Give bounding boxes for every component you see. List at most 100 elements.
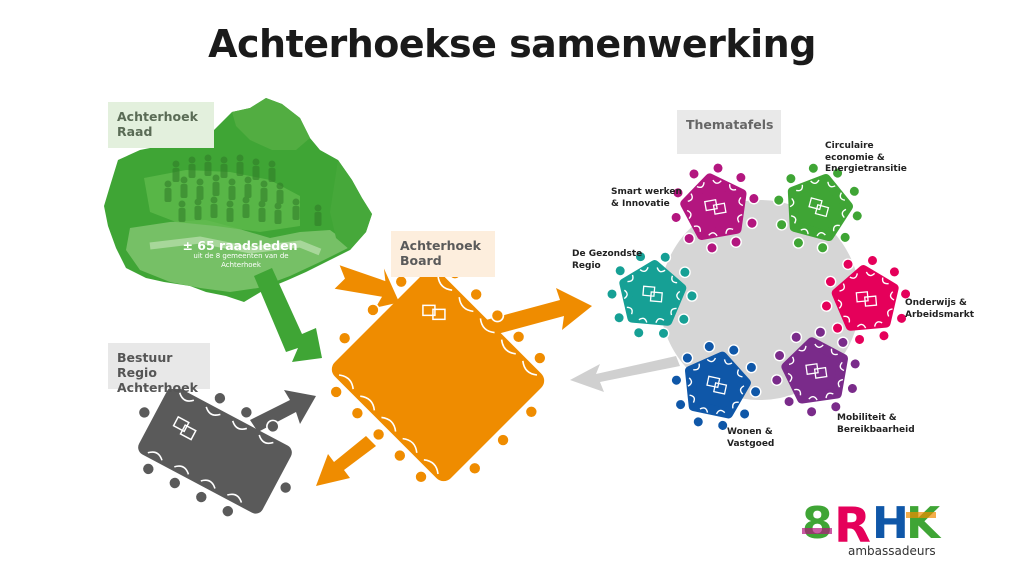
achterhoek-raad-label: Achterhoek Raad <box>108 102 214 148</box>
chair-icon <box>895 312 908 325</box>
seat-arc <box>737 213 743 223</box>
chair-icon <box>848 185 861 198</box>
seat-arc <box>814 343 824 349</box>
table-mobiliteit <box>770 326 862 418</box>
table-label-onderwijs: Onderwijs & Arbeidsmarkt <box>905 298 975 320</box>
chair-icon <box>851 209 864 222</box>
bestuur-table <box>137 377 293 518</box>
chair-icon <box>783 395 795 408</box>
seat-arc <box>816 231 826 237</box>
seat-arc <box>839 361 845 372</box>
seat-arc <box>832 224 840 232</box>
chair-icon <box>659 251 672 264</box>
chair-icon <box>899 288 912 300</box>
seat-arc <box>687 377 693 387</box>
chair-icon <box>606 288 618 300</box>
board-label-text: Achterhoek Board <box>400 238 481 268</box>
chair-icon <box>634 250 647 263</box>
seat-arc <box>736 369 743 378</box>
seat-arc <box>729 184 737 191</box>
seat-arc <box>696 182 705 189</box>
seat-arc <box>788 356 795 366</box>
chair-icon <box>770 374 783 386</box>
seat-arc <box>830 348 838 356</box>
document-icon <box>813 366 828 379</box>
chair-icon <box>814 326 827 339</box>
document-icon <box>814 204 830 218</box>
seat-arc <box>841 208 847 219</box>
seat-arc <box>856 323 867 329</box>
seat-arc <box>712 179 722 184</box>
chair-icon <box>688 168 700 180</box>
seat-arc <box>837 378 844 388</box>
document-icon <box>864 295 878 307</box>
chair-icon <box>730 236 742 248</box>
seat-arc <box>843 315 851 323</box>
seat-arc <box>827 181 836 188</box>
bestuur-label-text: Bestuur Regio Achterhoek <box>117 350 198 395</box>
seat-arc <box>708 232 718 237</box>
bestuur-regio-label: Bestuur Regio Achterhoek <box>108 343 210 395</box>
seat-arc <box>676 290 681 301</box>
table-label-smart-werken: Smart werken & Innovatie <box>611 187 682 209</box>
seat-arc <box>689 394 696 403</box>
arrow-bestuur-to-board <box>250 390 316 432</box>
chair-icon <box>807 162 820 175</box>
chair-icon <box>712 162 724 175</box>
table-circulaire-economie <box>772 162 864 254</box>
table-label-circulaire-economie: Circulaire economie & Energietransitie <box>825 141 907 174</box>
chair-icon <box>842 258 854 271</box>
chair-icon <box>613 311 626 324</box>
seat-arc <box>881 277 889 285</box>
seat-arc <box>798 345 807 352</box>
chair-icon <box>790 331 803 344</box>
arrow-raad-to-board <box>254 268 322 362</box>
8rhk-logo: 8 R H K <box>802 498 942 554</box>
seat-arc <box>732 401 739 409</box>
table-label-wonen: Wonen & Vastgoed <box>727 427 775 449</box>
arrow-thematafels-to-board <box>570 356 680 392</box>
document-icon <box>649 291 663 303</box>
chair-icon <box>681 352 694 364</box>
seat-arc <box>723 359 733 365</box>
seat-arc <box>794 388 802 396</box>
chair-icon <box>686 290 698 302</box>
chair-icon <box>816 241 829 254</box>
chair-icon <box>692 415 705 428</box>
chair-icon <box>775 218 788 231</box>
chair-icon <box>784 172 797 185</box>
arrow-board-to-raad <box>334 265 400 308</box>
seat-arc <box>837 299 843 309</box>
chair-icon <box>749 385 762 398</box>
seat-arc <box>626 306 633 315</box>
chair-icon <box>773 349 786 362</box>
seat-arc <box>627 274 634 283</box>
seat-arc <box>787 372 793 383</box>
thematafels-label-text: Thematafels <box>686 117 774 132</box>
table-wonen <box>670 340 762 432</box>
svg-text:R: R <box>834 498 871 554</box>
seat-arc <box>800 228 809 235</box>
svg-text:K: K <box>906 498 942 549</box>
chair-icon <box>738 408 751 420</box>
chair-icon <box>849 358 862 370</box>
chair-icon <box>805 405 818 418</box>
chair-icon <box>706 241 718 254</box>
achterhoek-map <box>104 98 372 302</box>
chair-icon <box>703 340 716 353</box>
document-icon <box>712 202 727 215</box>
raadsleden-subtext: uit de 8 gemeenten van de Achterhoek <box>193 252 289 269</box>
table-gezondste-regio <box>606 250 698 340</box>
logo-subtitle: ambassadeurs <box>848 544 936 558</box>
seat-arc <box>825 392 834 399</box>
chair-icon <box>846 382 859 395</box>
seat-arc <box>889 291 895 301</box>
document-icon <box>713 382 728 395</box>
table-label-gezondste-regio: De Gezondste Regio <box>572 249 643 271</box>
chair-icon <box>657 327 670 340</box>
seat-arc <box>738 196 744 207</box>
arrow-board-to-thematafels <box>486 288 592 336</box>
seat-arc <box>790 215 797 224</box>
chair-icon <box>829 400 842 413</box>
